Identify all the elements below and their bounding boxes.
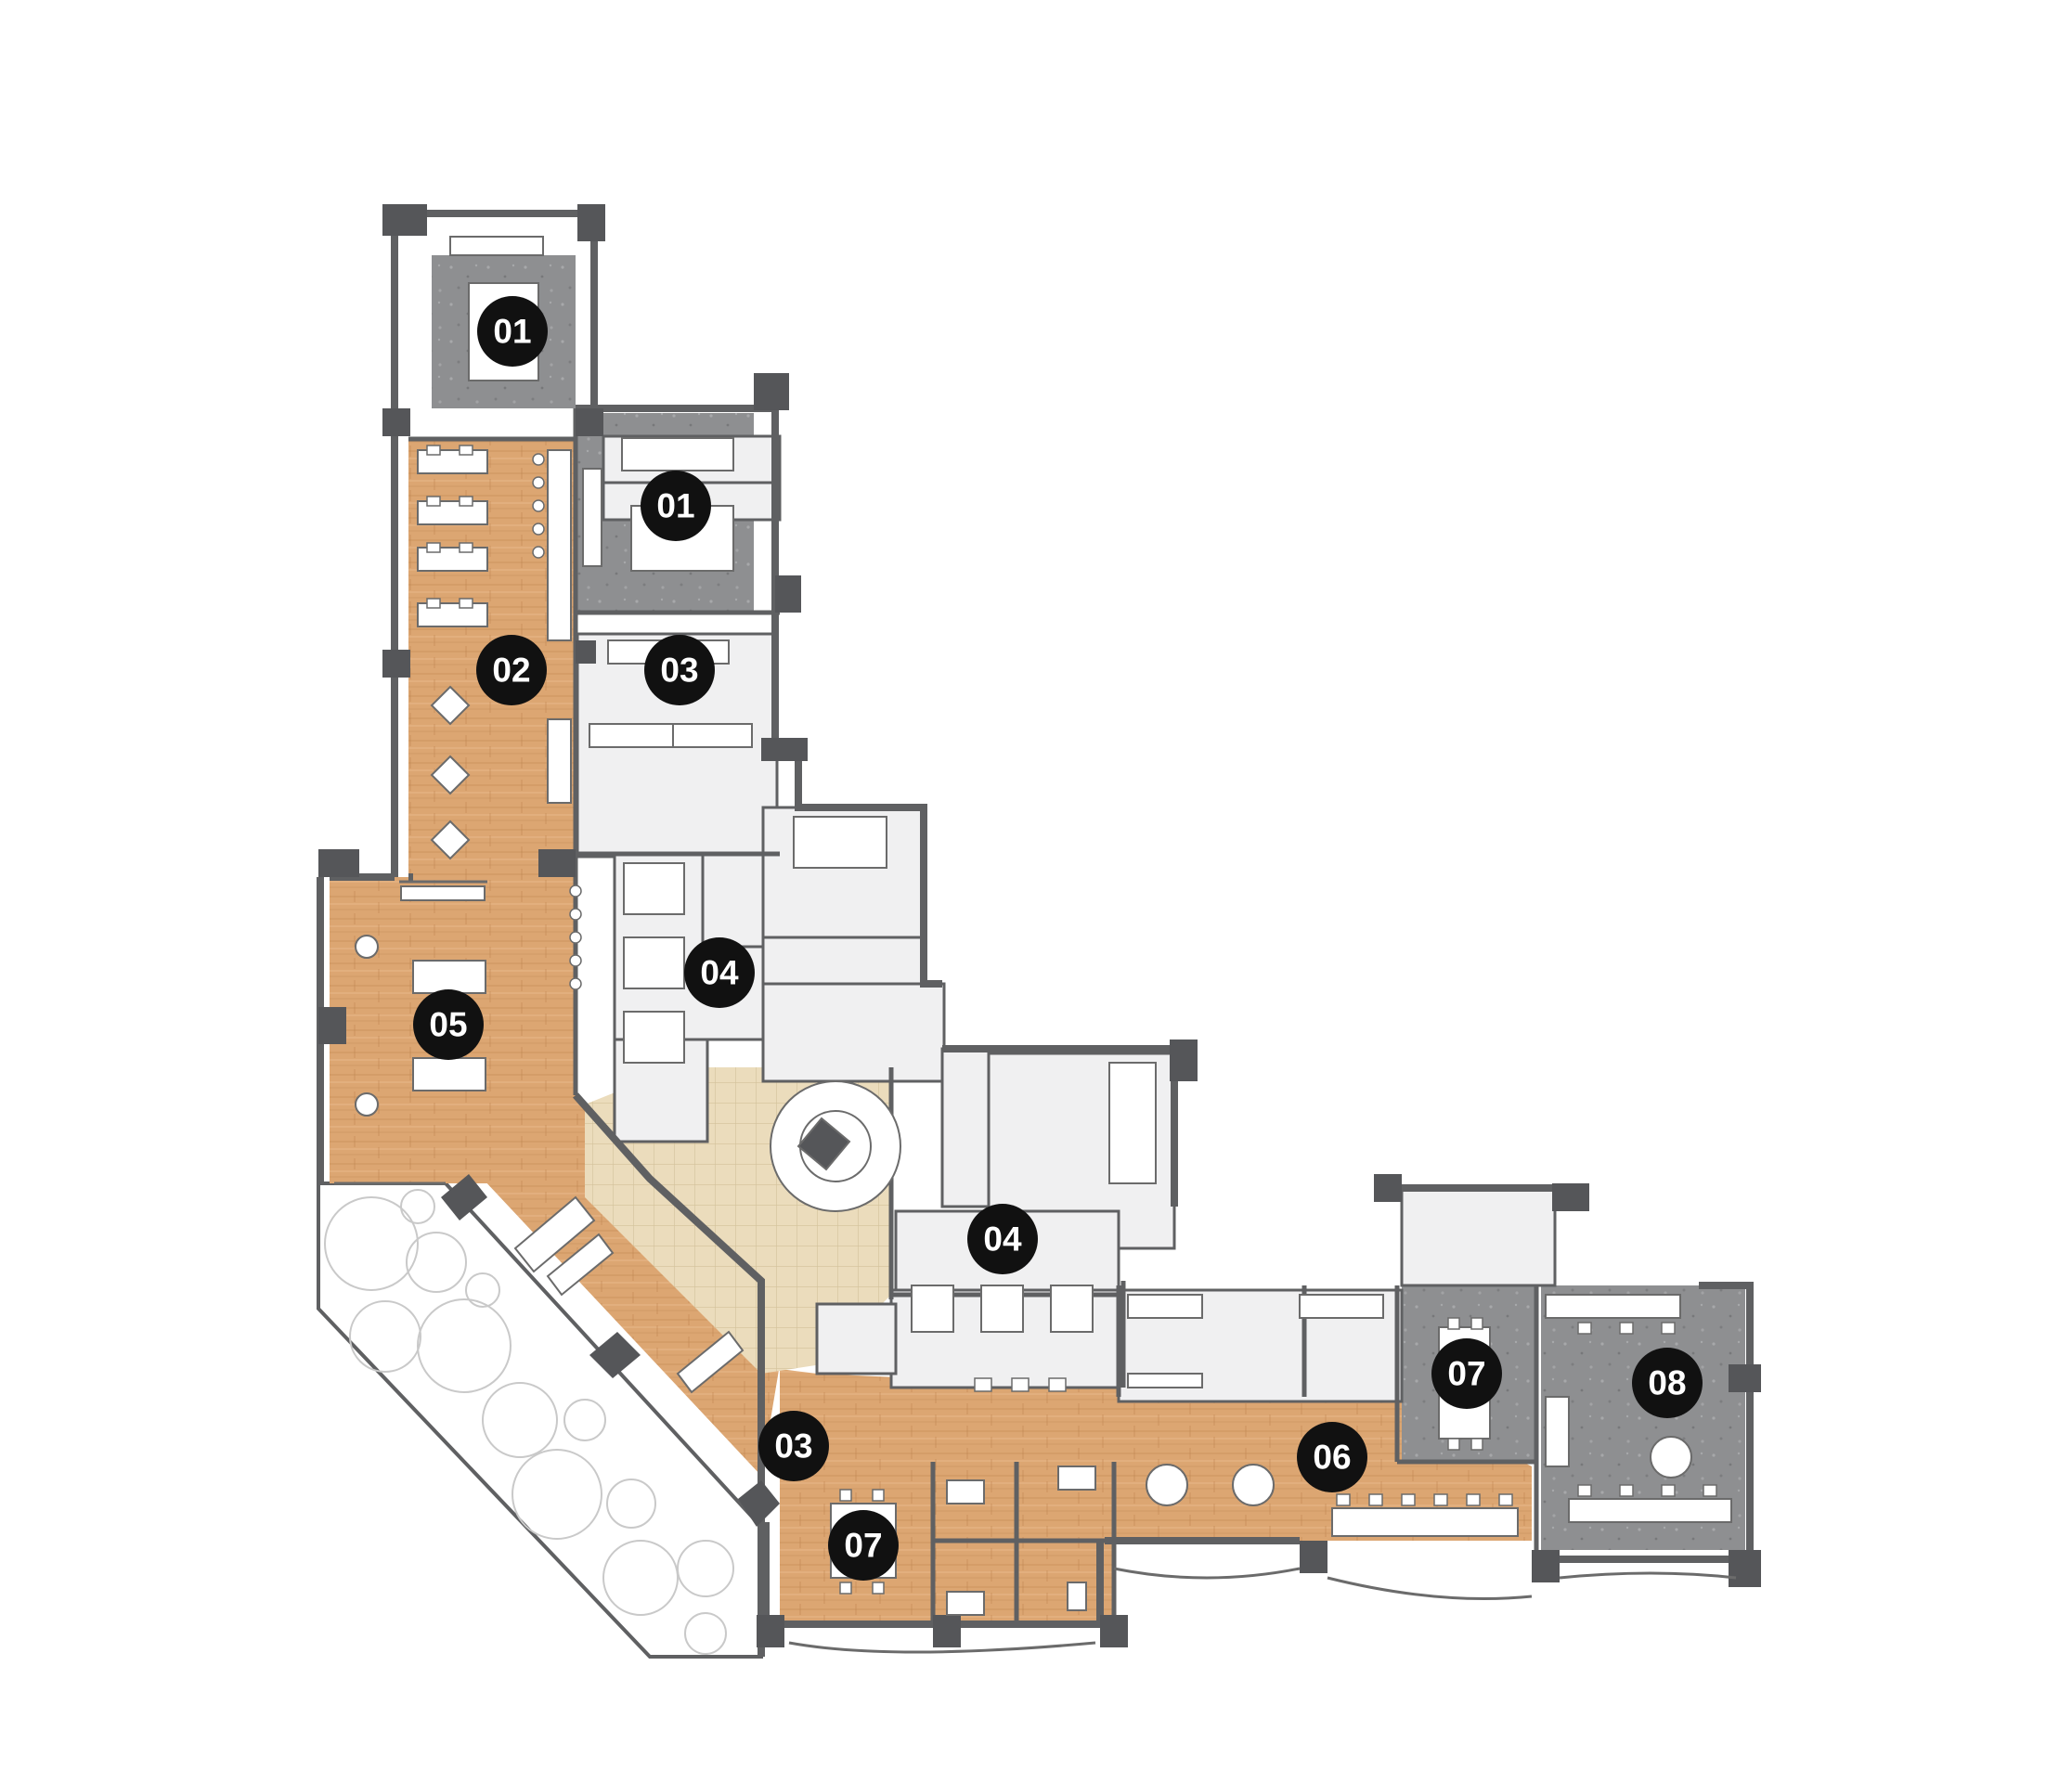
zone-marker-01-a: 01 [477, 296, 548, 367]
chairs [426, 445, 1717, 1595]
svg-text:04: 04 [700, 954, 739, 992]
zone-marker-04-a: 04 [684, 937, 755, 1008]
interior-walls [408, 408, 1539, 1624]
zone-marker-03-a: 03 [644, 635, 715, 705]
svg-text:07: 07 [844, 1527, 882, 1565]
zone-marker-07-a: 07 [828, 1510, 899, 1581]
svg-text:06: 06 [1313, 1439, 1351, 1477]
svg-text:03: 03 [660, 652, 698, 690]
zone-marker-02: 02 [476, 635, 547, 705]
zone-marker-04-b: 04 [967, 1204, 1038, 1274]
svg-text:01: 01 [493, 313, 531, 351]
svg-text:01: 01 [656, 487, 694, 525]
zone-marker-08: 08 [1632, 1348, 1703, 1418]
structural-columns [318, 204, 1761, 1647]
zone-marker-03-b: 03 [758, 1411, 829, 1481]
zone-marker-01-b: 01 [641, 471, 711, 541]
svg-text:02: 02 [492, 652, 530, 690]
zone-marker-05: 05 [413, 989, 484, 1060]
svg-text:08: 08 [1648, 1364, 1686, 1402]
zone-markers: 01 01 02 03 04 05 04 03 07 06 07 08 [413, 296, 1703, 1581]
svg-text:05: 05 [429, 1006, 467, 1044]
svg-text:07: 07 [1447, 1355, 1485, 1393]
svg-text:04: 04 [983, 1220, 1022, 1259]
svg-text:03: 03 [774, 1427, 812, 1466]
glazing [334, 880, 1737, 1654]
zone-marker-06: 06 [1297, 1422, 1367, 1492]
zone-marker-07-b: 07 [1431, 1338, 1502, 1409]
